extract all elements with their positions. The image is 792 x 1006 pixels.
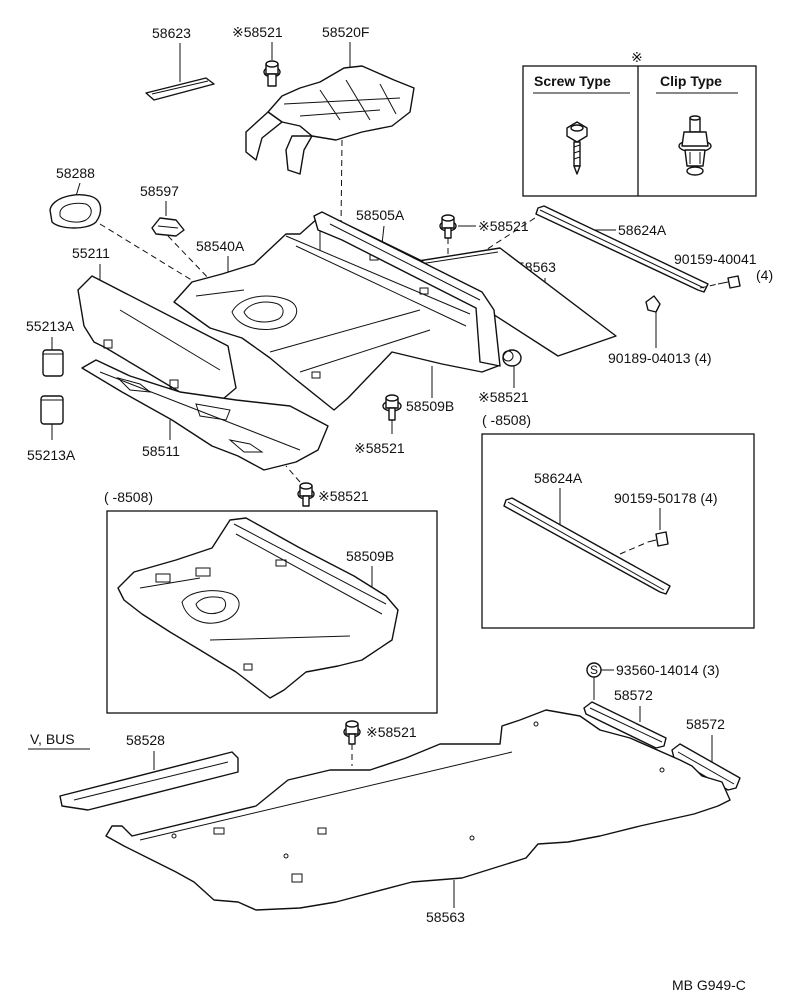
part-58288: [49, 194, 102, 229]
label-58521-lower: ※58521: [354, 440, 405, 456]
legend-mark: ※: [631, 49, 643, 65]
part-58528: [59, 751, 239, 811]
label-58572-b: 58572: [686, 716, 725, 732]
label-58521-right: ※58521: [478, 389, 529, 405]
part-58521-mid: [439, 214, 457, 239]
clip-type-icon: [678, 115, 712, 176]
label-58521-mid: ※58521: [478, 218, 529, 234]
part-58511: [81, 359, 329, 471]
part-90189-04013-clip: [645, 295, 661, 313]
part-58521-right: [502, 349, 522, 367]
label-58597: 58597: [140, 183, 179, 199]
label-90159-40041: 90159-40041: [674, 251, 757, 267]
label-55213A-a: 55213A: [26, 318, 75, 334]
legend-clip-type: Clip Type: [660, 73, 722, 89]
label-v-bus: V, BUS: [30, 731, 75, 747]
part-58624A-top: [535, 205, 709, 293]
part-58572-a: [583, 701, 667, 749]
part-58509B-box: [117, 517, 399, 699]
label-58288: 58288: [56, 165, 95, 181]
part-55213A-b: [40, 395, 64, 425]
s-symbol-label: S: [590, 663, 598, 677]
part-58505A-panel: [313, 211, 501, 367]
label-58521-bottom: ※58521: [366, 724, 417, 740]
diagram-code: MB G949-C: [672, 977, 746, 993]
label-55213A-b: 55213A: [27, 447, 76, 463]
part-90159-50178-screw: [647, 531, 669, 547]
part-58521-bottom: [343, 720, 361, 745]
label-58623: 58623: [152, 25, 191, 41]
label-58624A-box: 58624A: [534, 470, 583, 486]
part-58624A-box: [503, 497, 671, 595]
label-58505A: 58505A: [356, 207, 405, 223]
label-58528: 58528: [126, 732, 165, 748]
label-58511: 58511: [142, 443, 180, 459]
label-58540A: 58540A: [196, 238, 245, 254]
right-box-range: ( -8508): [482, 412, 531, 428]
part-58521-center: [297, 482, 315, 507]
label-58509B-box: 58509B: [346, 548, 394, 564]
label-90189-04013: 90189-04013 (4): [608, 350, 712, 366]
label-58521-top: ※58521: [232, 24, 283, 40]
part-90159-40041-screw: [717, 275, 741, 289]
label-55211: 55211: [72, 245, 110, 261]
part-55213A-a: [42, 349, 64, 377]
legend-box: Screw Type Clip Type: [522, 65, 757, 197]
s-symbol: S: [586, 662, 602, 678]
part-58521-top: [263, 60, 281, 87]
legend-screw-type: Screw Type: [534, 73, 611, 89]
left-box-range: ( -8508): [104, 489, 153, 505]
label-58509B-top: 58509B: [406, 398, 454, 414]
part-58521-lower: [382, 394, 402, 421]
part-58623: [145, 77, 215, 101]
right-box-frame: [481, 433, 755, 629]
part-58563-bottom: [105, 709, 731, 911]
label-58520F: 58520F: [322, 24, 369, 40]
label-58624A-top: 58624A: [618, 222, 667, 238]
label-93560-14014: 93560-14014 (3): [616, 662, 720, 678]
label-58521-center: ※58521: [318, 488, 369, 504]
label-58572-a: 58572: [614, 687, 653, 703]
part-58597: [151, 217, 185, 237]
part-58520F: [245, 65, 415, 175]
label-90159-40041-qty: (4): [756, 267, 773, 283]
label-58563-bottom: 58563: [426, 909, 465, 925]
label-90159-50178: 90159-50178 (4): [614, 490, 718, 506]
screw-type-icon: [566, 121, 588, 175]
left-box-frame: [106, 510, 438, 714]
part-58563-top: [411, 247, 617, 357]
